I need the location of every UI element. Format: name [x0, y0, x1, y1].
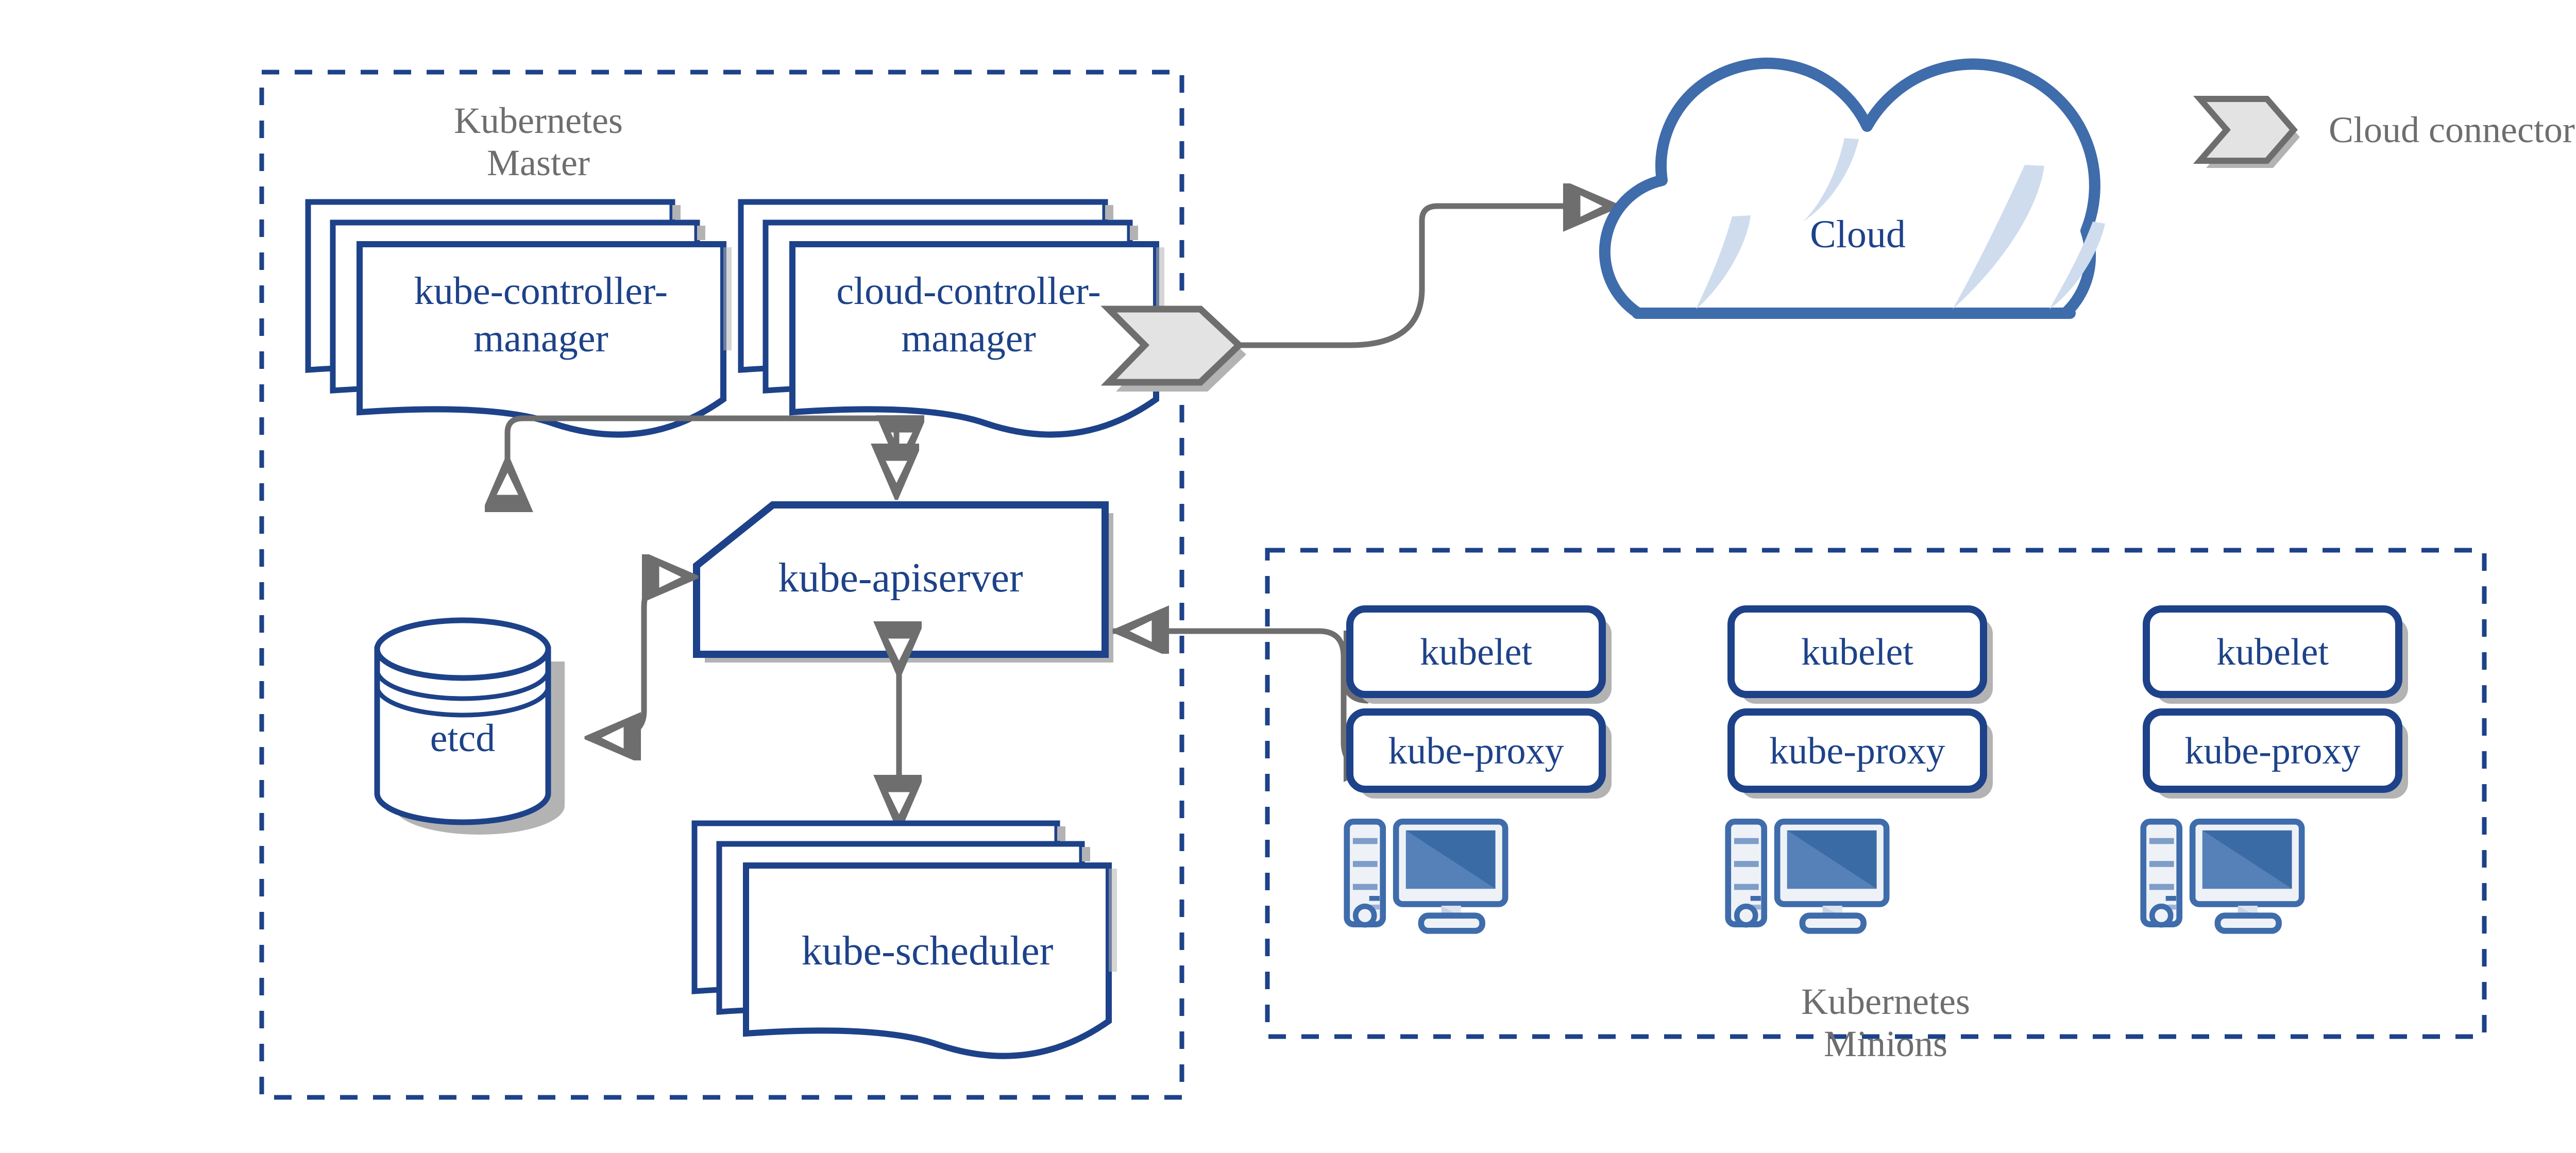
minion-node-2: kubelet kube-proxy: [1727, 605, 1993, 931]
legend: Cloud connector: [2193, 96, 2575, 168]
connector-apiserver-etcd: [607, 569, 685, 741]
kube-scheduler-shape[interactable]: kube-scheduler: [691, 820, 1117, 1059]
connector-apiserver-node-branch-upper: [1113, 628, 1369, 704]
kube-apiserver-label: kube-apiserver: [778, 555, 1023, 601]
cloud-label: Cloud: [1810, 213, 1906, 256]
kube-apiserver-shape[interactable]: kube-apiserver: [693, 501, 1113, 663]
cloud-controller-manager-label-line1: cloud-controller-: [836, 269, 1100, 313]
node-1-kube-proxy-label: kube-proxy: [1388, 730, 1564, 772]
kube-controller-manager-label-line2: manager: [473, 317, 608, 360]
cloud-shape[interactable]: Cloud: [1599, 57, 2105, 319]
etcd-shape[interactable]: etcd: [374, 617, 565, 835]
node-2-kubelet-label: kubelet: [1801, 631, 1913, 673]
connector-ccm-to-cloud: [1239, 206, 1612, 348]
node-1-kube-proxy-box[interactable]: [1346, 708, 1606, 793]
node-1-desktop-computer-icon: [1347, 822, 1505, 931]
legend-cloud-connector-icon: [2193, 96, 2300, 168]
etcd-label: etcd: [430, 717, 496, 760]
kubernetes-master-group: [259, 70, 1184, 1100]
cloud-controller-manager-shape[interactable]: cloud-controller- manager: [738, 199, 1164, 438]
node-2-kubelet-box[interactable]: [1727, 605, 1987, 698]
kube-controller-manager-shape[interactable]: kube-controller- manager: [305, 199, 732, 438]
master-dashed-border: [259, 70, 1184, 1100]
minion-node-3: kubelet kube-proxy: [2143, 605, 2408, 931]
cloud-controller-manager-label-line2: manager: [901, 317, 1036, 360]
master-group-label-line2: Master: [487, 142, 590, 183]
node-2-desktop-computer-icon: [1728, 822, 1886, 931]
minions-group-label-line1: Kubernetes: [1801, 981, 1970, 1022]
node-3-kube-proxy-box[interactable]: [2143, 708, 2402, 793]
node-3-kubelet-label: kubelet: [2216, 631, 2329, 673]
node-3-kube-proxy-label: kube-proxy: [2184, 730, 2360, 772]
kube-scheduler-label: kube-scheduler: [802, 928, 1054, 974]
connector-controllers-junction: [507, 418, 902, 464]
cloud-connector-chevron-icon[interactable]: [1100, 306, 1246, 392]
minions-group-label-line2: Minions: [1824, 1023, 1947, 1064]
node-2-kube-proxy-label: kube-proxy: [1769, 730, 1945, 772]
node-3-kubelet-box[interactable]: [2143, 605, 2402, 698]
node-1-kubelet-label: kubelet: [1420, 631, 1532, 673]
node-2-kube-proxy-box[interactable]: [1727, 708, 1987, 793]
kube-controller-manager-label-line1: kube-controller-: [414, 269, 668, 313]
kubernetes-minions-group: [1265, 548, 2487, 1039]
legend-label: Cloud connector: [2329, 109, 2575, 150]
master-group-label-line1: Kubernetes: [454, 100, 623, 141]
node-1-kubelet-box[interactable]: [1346, 605, 1606, 698]
minion-node-1: kubelet kube-proxy: [1346, 605, 1612, 931]
node-3-desktop-computer-icon: [2143, 822, 2301, 931]
minions-dashed-border: [1265, 548, 2487, 1039]
